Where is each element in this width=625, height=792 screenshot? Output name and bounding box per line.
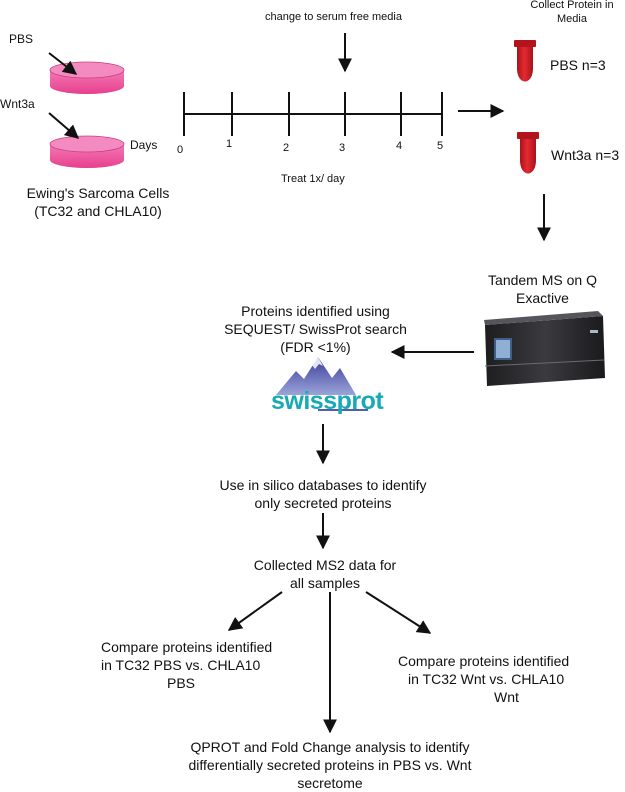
- tick-label-3: 3: [339, 142, 346, 154]
- compare-pbs-label: Compare proteins identified in TC32 PBS …: [101, 639, 273, 691]
- mass-spectrometer-icon: [484, 311, 605, 386]
- compare-wnt-label: Compare proteins identified in TC32 Wnt …: [398, 653, 570, 705]
- to-compare-wnt-arrow: [365, 591, 432, 634]
- tick-label-4: 4: [396, 140, 403, 152]
- ms2-label: Collected MS2 data for all samples: [253, 557, 397, 591]
- pbs-dish-label: PBS: [9, 32, 34, 46]
- wnt-tube-label: Wnt3a n=3: [551, 147, 620, 163]
- swissprot-logo-text: swissprot: [271, 387, 384, 415]
- timeline-ticks: [183, 92, 443, 136]
- wnt3a-dish-label: Wnt3a: [0, 97, 35, 111]
- pbs-dish-icon: [49, 61, 125, 94]
- qprot-label: QPROT and Fold Change analysis to identi…: [188, 739, 472, 791]
- pbs-arrow: [48, 52, 78, 75]
- pbs-tube-label: PBS n=3: [550, 57, 606, 73]
- wnt3a-tube-icon: [517, 132, 539, 174]
- ewing-cells-label: Ewing's Sarcoma Cells (TC32 and CHLA10): [26, 185, 170, 219]
- tick-label-2: 2: [283, 142, 290, 154]
- pbs-tube-icon: [514, 40, 536, 82]
- proteins-identified-label: Proteins identified using SEQUEST/ Swiss…: [224, 303, 407, 355]
- days-label: Days: [130, 138, 158, 152]
- tick-label-1: 1: [226, 138, 233, 150]
- tick-label-0: 0: [177, 144, 184, 156]
- treat-label: Treat 1x/ day: [281, 173, 345, 185]
- tick-label-5: 5: [437, 140, 444, 152]
- change-media-label: change to serum free media: [265, 11, 402, 23]
- swissprot-mountain-icon: [276, 357, 356, 395]
- to-compare-pbs-arrow: [227, 591, 283, 631]
- wnt3a-arrow: [48, 112, 80, 139]
- tandem-ms-label: Tandem MS on Q Exactive: [488, 272, 597, 306]
- collect-protein-label: Collect Protein in Media: [530, 0, 614, 25]
- wnt3a-dish-icon: [49, 135, 125, 168]
- in-silico-label: Use in silico databases to identify only…: [219, 477, 427, 511]
